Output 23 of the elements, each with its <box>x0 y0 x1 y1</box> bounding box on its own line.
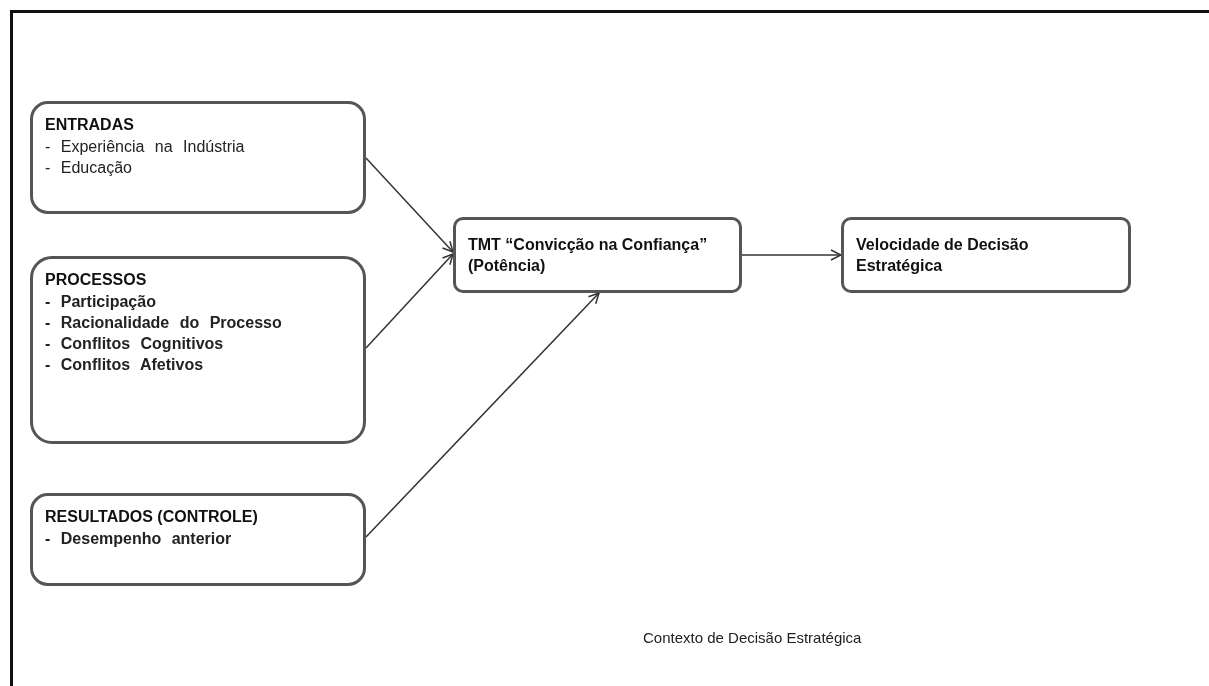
list-item: - Racionalidade do Processo <box>45 313 283 333</box>
node-label: Velocidade de Decisão Estratégica <box>856 234 1030 276</box>
rounded-box <box>30 101 366 214</box>
context-frame <box>10 10 1209 686</box>
group-heading: RESULTADOS (CONTROLE) <box>45 507 259 527</box>
rounded-box <box>453 217 742 293</box>
list-item: - Educação <box>45 158 133 178</box>
arrow <box>741 249 842 261</box>
list-item: - Experiência na Indústria <box>45 137 246 157</box>
arrow <box>365 253 454 349</box>
list-item: - Desempenho anterior <box>45 529 233 549</box>
context-label: Contexto de Decisão Estratégica <box>643 629 862 646</box>
arrow <box>365 157 454 253</box>
group-heading: ENTRADAS <box>45 115 135 135</box>
arrow <box>365 292 600 538</box>
list-item: - Conflitos Afetivos <box>45 355 205 375</box>
group-heading: PROCESSOS <box>45 270 148 290</box>
list-item: - Conflitos Cognitivos <box>45 334 225 354</box>
rounded-box <box>30 256 366 444</box>
node-label: TMT “Convicção na Confiança” (Potência) <box>468 234 709 276</box>
rounded-box <box>30 493 366 586</box>
list-item: - Participação <box>45 292 157 312</box>
rounded-box <box>841 217 1131 293</box>
